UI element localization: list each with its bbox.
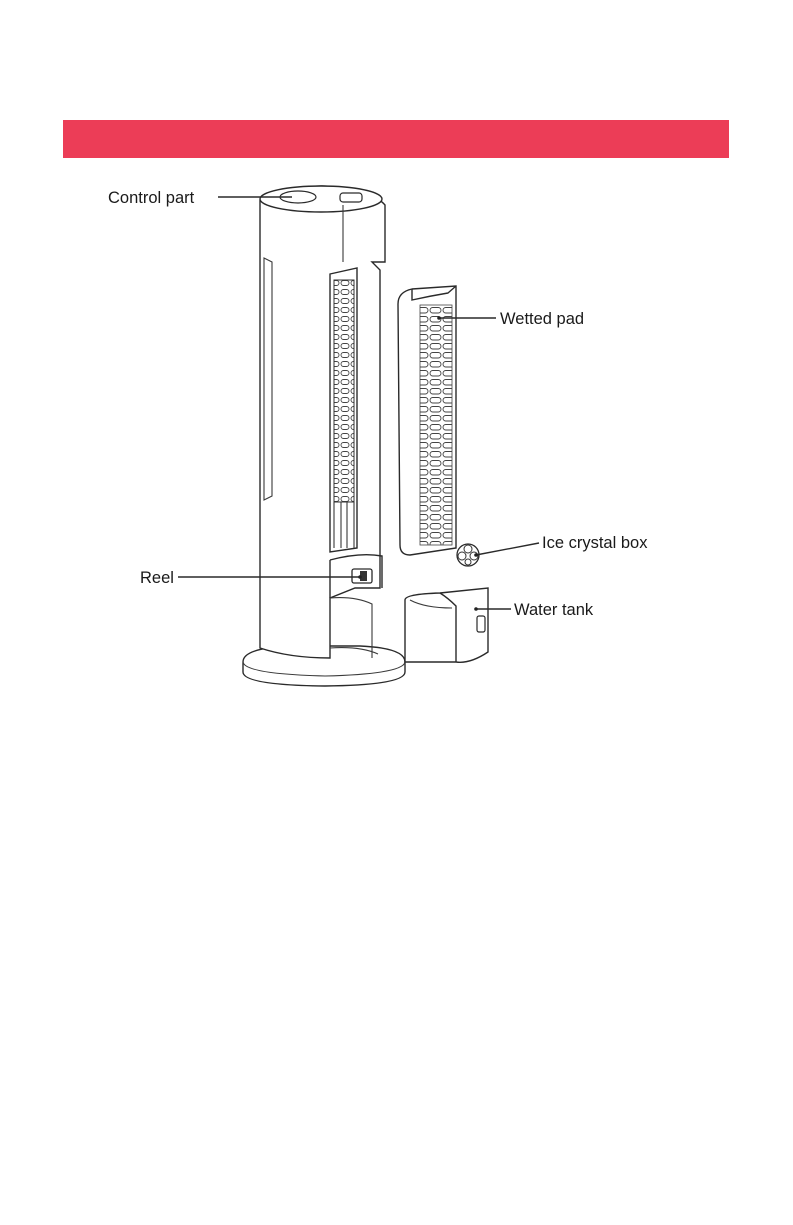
leader-ice-crystal-box bbox=[476, 543, 539, 555]
tower-front-grille bbox=[334, 280, 354, 502]
label-ice-crystal-box: Ice crystal box bbox=[542, 534, 648, 552]
water-tank bbox=[405, 588, 488, 662]
label-water-tank: Water tank bbox=[514, 601, 594, 619]
label-control-part: Control part bbox=[108, 189, 195, 207]
label-wetted-pad: Wetted pad bbox=[500, 310, 584, 328]
tower-fan-body bbox=[243, 186, 405, 686]
label-reel: Reel bbox=[140, 569, 174, 587]
tower-column bbox=[260, 186, 385, 658]
reel bbox=[352, 569, 372, 583]
wetted-pad bbox=[398, 286, 456, 555]
